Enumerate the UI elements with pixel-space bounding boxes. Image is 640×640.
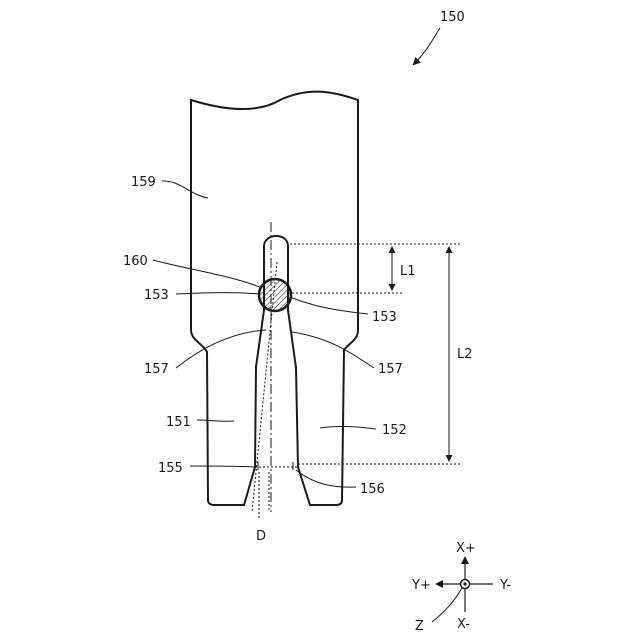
axis-x-plus: X+ — [456, 541, 476, 556]
leader-155 — [190, 466, 256, 467]
ref-150: 150 — [440, 10, 465, 25]
pin — [259, 279, 291, 311]
leader-160 — [153, 260, 262, 288]
leader-156 — [296, 470, 356, 487]
ref-152: 152 — [382, 423, 407, 438]
ref-160: 160 — [123, 254, 148, 269]
ref-153-right: 153 — [372, 310, 397, 325]
axis-y-minus: Y- — [499, 578, 511, 593]
ref-153-left: 153 — [144, 288, 169, 303]
axes-indicator — [432, 558, 493, 622]
leader-153-left — [176, 293, 259, 295]
ref-151: 151 — [166, 415, 191, 430]
ref-157-left: 157 — [144, 362, 169, 377]
axis-y-plus: Y+ — [411, 578, 431, 593]
offset-label-d: D — [256, 529, 266, 544]
axis-x-minus: X- — [457, 617, 470, 632]
ref-157-right: 157 — [378, 362, 403, 377]
leader-152 — [320, 426, 376, 429]
ref-159: 159 — [131, 175, 156, 190]
leader-150 — [414, 28, 440, 64]
leader-157-left — [176, 330, 266, 368]
ref-155: 155 — [158, 461, 183, 476]
dim-l2-label: L2 — [457, 347, 473, 362]
leader-153-right — [290, 297, 368, 314]
leader-151 — [197, 420, 234, 421]
leader-157-right — [292, 332, 374, 368]
dim-l1-label: L1 — [400, 264, 416, 279]
leader-159 — [162, 181, 208, 198]
axis-z: Z — [415, 619, 424, 634]
ref-156: 156 — [360, 482, 385, 497]
